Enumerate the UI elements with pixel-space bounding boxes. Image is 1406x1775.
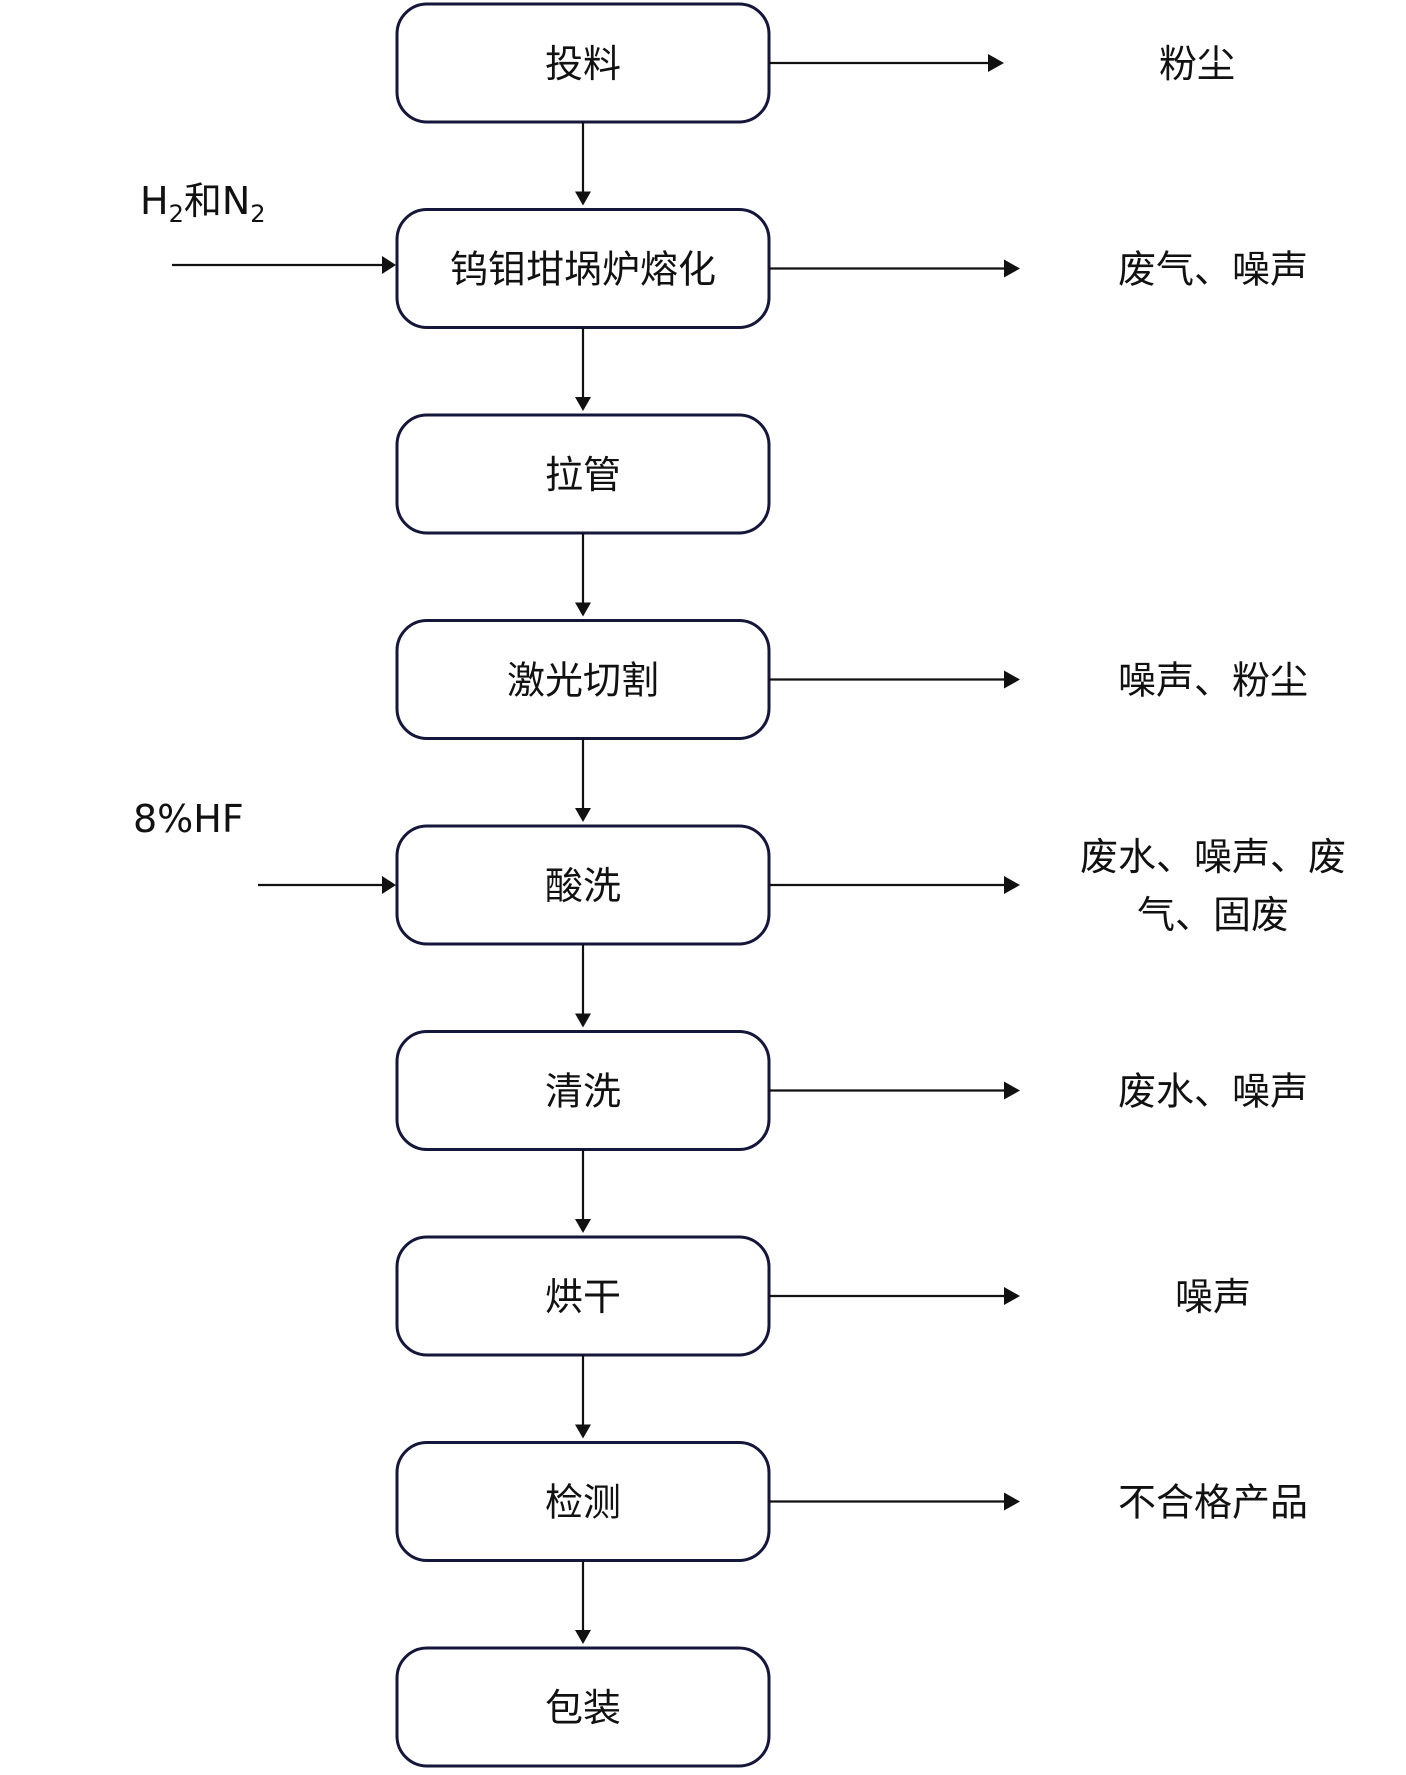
input-arrowhead-hf (382, 876, 396, 894)
output-label-4: 噪声、粉尘 (1118, 659, 1308, 703)
output-arrowhead-6 (1004, 1081, 1020, 1100)
step-label-1: 投料 (545, 42, 621, 86)
step-label-3: 拉管 (545, 453, 621, 497)
output-arrowhead-8 (1004, 1492, 1020, 1511)
flow-arrowhead-8 (575, 1630, 591, 1644)
flow-arrowhead-6 (575, 1219, 591, 1233)
output-arrowhead-2 (1004, 259, 1020, 278)
output-arrowhead-7 (1004, 1287, 1020, 1305)
step-label-2: 钨钼坩埚炉熔化 (450, 248, 716, 292)
input-label-h2-n2: H2和N2 (140, 179, 266, 228)
output-label-6: 废水、噪声 (1118, 1070, 1308, 1114)
output-arrowhead-5 (1004, 876, 1020, 894)
output-label-7: 噪声 (1175, 1275, 1251, 1319)
flow-arrowhead-7 (575, 1424, 591, 1439)
output-arrowhead-4 (1004, 670, 1020, 689)
output-label-5-2: 气、固废 (1137, 893, 1289, 937)
input-label-hf: 8%HF (133, 797, 244, 841)
flow-arrowhead-1 (575, 191, 591, 206)
output-label-1: 粉尘 (1159, 42, 1235, 86)
flow-arrowhead-5 (575, 1013, 591, 1028)
output-label-8: 不合格产品 (1118, 1481, 1308, 1525)
flow-arrowhead-2 (575, 397, 591, 411)
input-arrowhead-h2-n2 (382, 256, 396, 274)
output-arrowhead-1 (988, 54, 1004, 72)
step-label-6: 清洗 (545, 1070, 621, 1114)
step-label-7: 烘干 (545, 1275, 621, 1319)
flow-arrowhead-3 (575, 602, 591, 617)
step-label-9: 包装 (545, 1686, 621, 1730)
step-box-9 (395, 1646, 771, 1768)
step-label-5: 酸洗 (545, 864, 621, 908)
flow-arrowhead-4 (575, 808, 591, 822)
step-label-8: 检测 (545, 1481, 621, 1525)
step-label-4: 激光切割 (507, 659, 659, 703)
output-label-2: 废气、噪声 (1118, 248, 1308, 292)
output-label-5-1: 废水、噪声、废 (1080, 835, 1346, 879)
